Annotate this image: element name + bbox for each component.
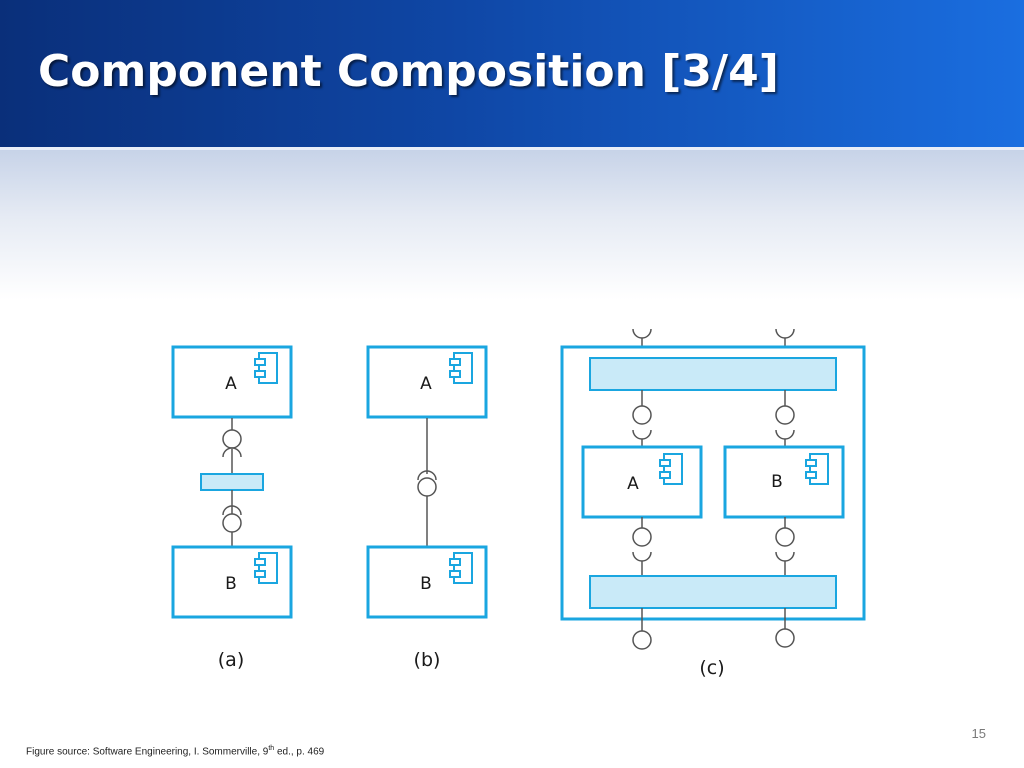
component-icon bbox=[449, 352, 473, 384]
provided-interface-icon bbox=[222, 429, 242, 449]
figure-source: Figure source: Software Engineering, I. … bbox=[26, 745, 324, 757]
figure-source-superscript: th bbox=[268, 745, 275, 752]
figure-source-suffix: ed., p. 469 bbox=[274, 746, 325, 758]
required-interface-icon bbox=[632, 328, 652, 339]
component-b-label: B bbox=[420, 574, 432, 594]
component-b-label: B bbox=[771, 472, 783, 492]
adaptor-component bbox=[200, 473, 264, 491]
provided-interface-icon bbox=[632, 630, 652, 650]
panel-c-caption: (c) bbox=[699, 657, 724, 679]
provided-interface-icon bbox=[632, 405, 652, 425]
panel-a-caption: (a) bbox=[218, 649, 244, 671]
panel-a: A B (a) bbox=[171, 345, 293, 671]
panel-b-caption: (b) bbox=[414, 649, 441, 671]
required-interface-icon bbox=[775, 328, 795, 339]
provided-interface-icon bbox=[775, 527, 795, 547]
provided-interface-icon bbox=[775, 405, 795, 425]
component-icon bbox=[805, 453, 829, 485]
required-interface-icon bbox=[222, 505, 242, 516]
background-gradient bbox=[0, 150, 1024, 300]
component-a-label: A bbox=[627, 474, 639, 494]
provided-interface-icon bbox=[222, 513, 242, 533]
top-glue-component bbox=[589, 357, 837, 391]
slide-title: Component Composition [3/4] bbox=[38, 46, 779, 97]
provided-interface-icon bbox=[775, 628, 795, 648]
title-bar bbox=[0, 0, 1024, 147]
component-b-label: B bbox=[225, 574, 237, 594]
title-bar-divider bbox=[0, 147, 1024, 150]
component-icon bbox=[254, 352, 278, 384]
required-interface-icon bbox=[417, 470, 437, 481]
bottom-glue-component bbox=[589, 575, 837, 609]
provided-interface-icon bbox=[417, 477, 437, 497]
component-icon bbox=[254, 552, 278, 584]
figure-source-text: Figure source: Software Engineering, I. … bbox=[26, 746, 269, 758]
component-a-label: A bbox=[420, 374, 432, 394]
panel-c: A B (c) bbox=[560, 328, 866, 679]
component-icon bbox=[659, 453, 683, 485]
page-number: 15 bbox=[971, 726, 986, 741]
provided-interface-icon bbox=[632, 527, 652, 547]
component-icon bbox=[449, 552, 473, 584]
component-a-box bbox=[581, 445, 703, 519]
component-a-label: A bbox=[225, 374, 237, 394]
panel-b: A B (b) bbox=[366, 345, 488, 671]
required-interface-icon bbox=[222, 447, 242, 458]
